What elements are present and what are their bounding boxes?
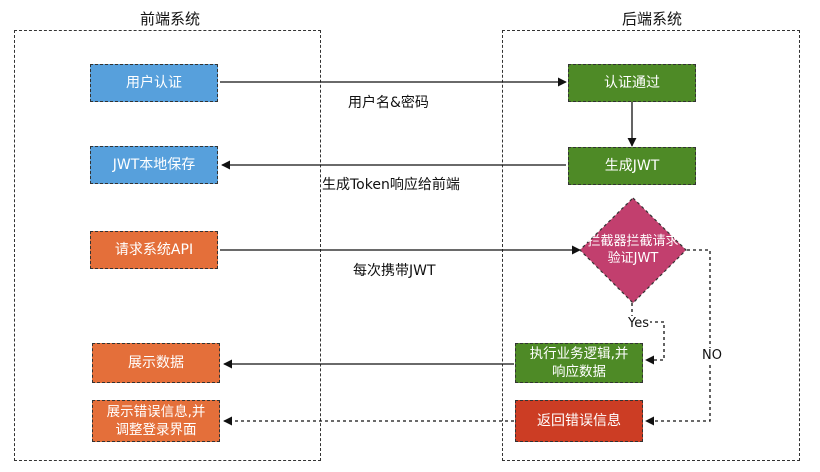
edge-label-carry-jwt: 每次携带JWT	[353, 263, 436, 279]
edge-label-username-password: 用户名&密码	[348, 95, 429, 111]
edge-yes	[631, 303, 665, 365]
interceptor-label: 拦截器拦截请求 验证JWT	[587, 234, 679, 266]
auth-pass-node: 认证通过	[568, 64, 696, 102]
show-data-node: 展示数据	[92, 343, 220, 383]
jwt-local-save-node: JWT本地保存	[90, 146, 218, 184]
request-api-node: 请求系统API	[90, 231, 218, 269]
edge-no	[645, 249, 711, 426]
return-error-node: 返回错误信息	[515, 400, 643, 442]
frontend-group-title: 前端系统	[139, 10, 200, 28]
show-error-node: 展示错误信息,并 调整登录界面	[92, 400, 220, 442]
backend-group	[502, 30, 800, 461]
edge-label-no: NO	[700, 348, 724, 363]
edge-label-token-response: 生成Token响应给前端	[322, 177, 460, 193]
frontend-group	[14, 30, 321, 461]
backend-group-title: 后端系统	[621, 10, 682, 28]
user-auth-node: 用户认证	[90, 64, 218, 102]
exec-logic-node: 执行业务逻辑,并 响应数据	[515, 343, 643, 383]
interceptor-diamond	[579, 197, 687, 304]
generate-jwt-node: 生成JWT	[568, 147, 696, 185]
edge-label-yes: Yes	[627, 316, 650, 331]
